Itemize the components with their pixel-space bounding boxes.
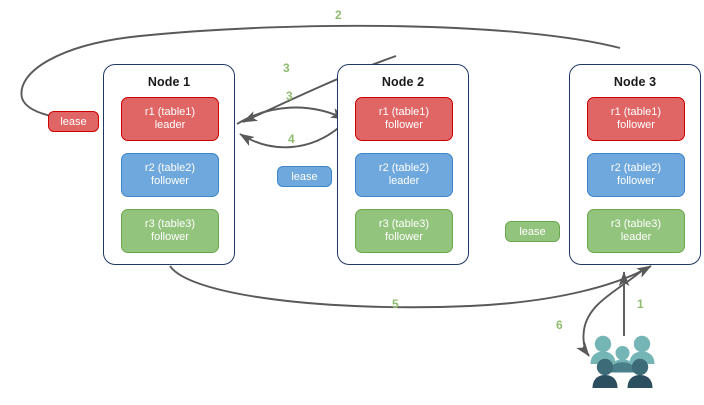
replica-name: r3 (table3) [144,217,196,230]
replica-role: follower [151,175,189,187]
replica-name: r3 (table3) [378,217,430,230]
node-title-3: Node 3 [613,75,657,89]
replica-name: r2 (table2) [378,161,430,174]
lease-badge-node3: lease [505,221,560,242]
edge-label-3-lower: 3 [286,89,293,103]
replica-name: r2 (table2) [610,161,662,174]
replica-node1-r1: r1 (table1) leader [121,97,219,141]
replica-role: follower [617,175,655,187]
edge-label-1: 1 [637,297,644,311]
replica-node2-r3: r3 (table3) follower [355,209,453,253]
edge-label-5: 5 [392,297,399,311]
replica-role: follower [617,119,655,131]
replica-node3-r3: r3 (table3) leader [587,209,685,253]
replica-node3-r1: r1 (table1) follower [587,97,685,141]
lease-label: lease [291,170,318,183]
edge-label-6: 6 [556,318,563,332]
replica-role: follower [385,119,423,131]
replica-role: leader [620,231,652,243]
lease-badge-node1: lease [48,111,99,132]
replica-role: follower [151,231,189,243]
replica-name: r3 (table3) [610,217,662,230]
edge-5-path [169,265,652,309]
replica-name: r1 (table1) [610,105,662,118]
lease-label: lease [60,115,87,128]
edge-3-lower-path [236,106,346,125]
replica-name: r1 (table1) [378,105,430,118]
replica-name: r2 (table2) [144,161,196,174]
edge-label-2: 2 [335,8,342,22]
replica-role: follower [385,231,423,243]
node-title-2: Node 2 [381,75,425,89]
node-container-2: Node 2 r1 (table1) follower r2 (table2) … [337,64,469,265]
lease-badge-node2: lease [277,166,332,187]
node-container-1: Node 1 r1 (table1) leader r2 (table2) fo… [103,64,235,265]
replica-role: leader [388,175,420,187]
replica-role: leader [154,119,186,131]
edge-label-3-upper: 3 [283,61,290,75]
replica-node3-r2: r2 (table2) follower [587,153,685,197]
node-container-3: Node 3 r1 (table1) follower r2 (table2) … [569,64,701,265]
users-group-icon [590,335,655,388]
edge-label-4: 4 [288,132,295,146]
node-title-1: Node 1 [147,75,191,89]
replica-node2-r2: r2 (table2) leader [355,153,453,197]
replica-node2-r1: r1 (table1) follower [355,97,453,141]
replica-name: r1 (table1) [144,105,196,118]
replica-node1-r2: r2 (table2) follower [121,153,219,197]
replica-node1-r3: r3 (table3) follower [121,209,219,253]
lease-label: lease [519,225,546,238]
